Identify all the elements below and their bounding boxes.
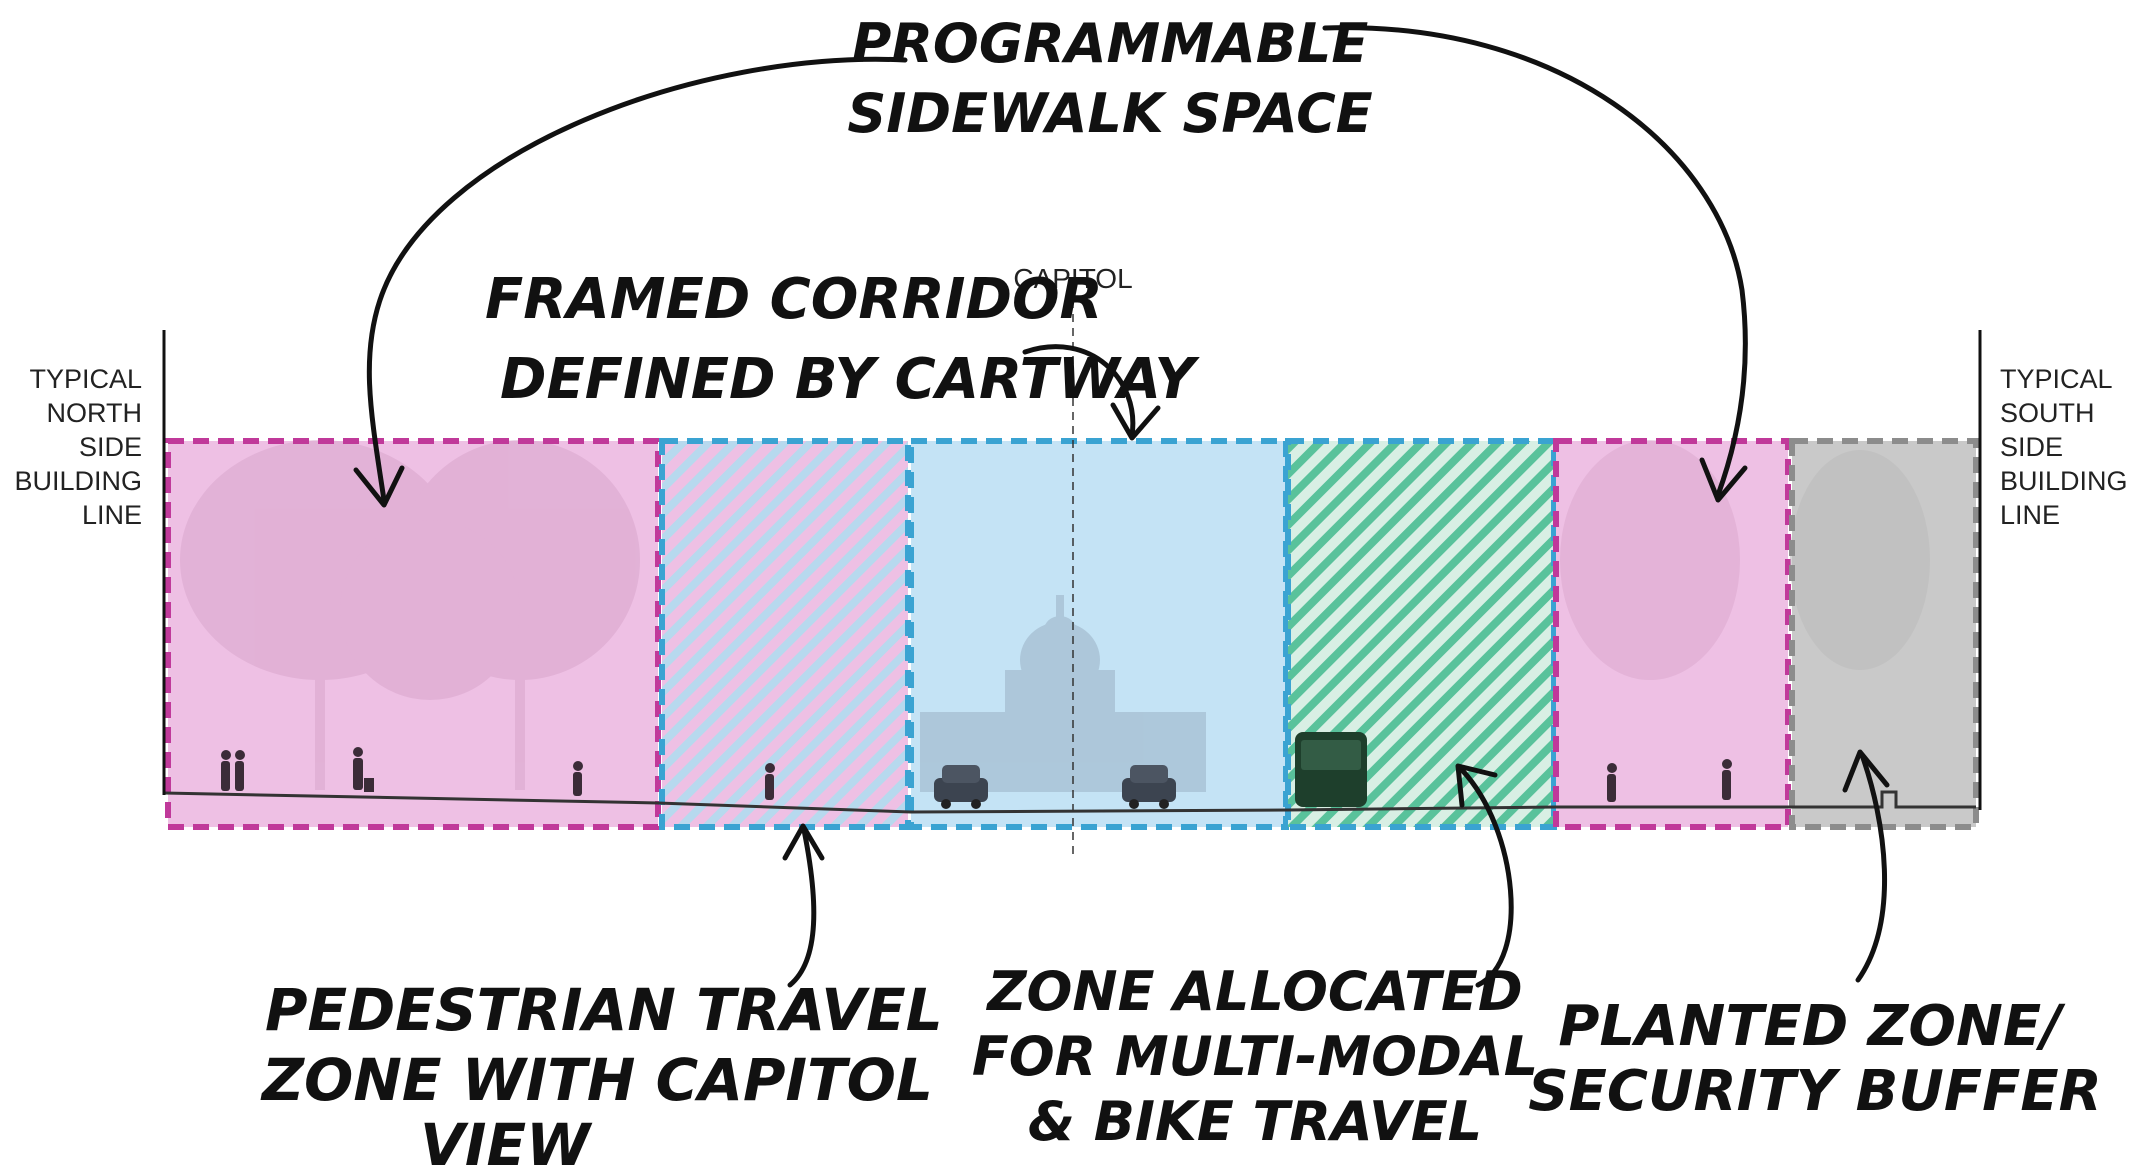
arrow-multimodal — [1459, 767, 1514, 988]
svg-text:ZONE ALLOCATED: ZONE ALLOCATED — [985, 960, 1522, 1023]
svg-text:TYPICAL: TYPICAL — [29, 364, 142, 394]
svg-text:LINE: LINE — [2000, 500, 2060, 530]
zone-security-buffer — [1789, 438, 1979, 830]
pedestrian-travel-label: PEDESTRIAN TRAVEL ZONE WITH CAPITOL VIEW — [260, 976, 943, 1174]
svg-text:FRAMED CORRIDOR: FRAMED CORRIDOR — [485, 267, 1103, 332]
pedestrian-figures — [221, 747, 1732, 802]
svg-text:VIEW: VIEW — [420, 1111, 593, 1174]
svg-text:LINE: LINE — [82, 500, 142, 530]
svg-text:SIDE: SIDE — [79, 432, 142, 462]
zone-south-sidewalk — [1553, 438, 1791, 830]
svg-text:TYPICAL: TYPICAL — [2000, 364, 2113, 394]
arrow-programmable-right — [1322, 25, 1748, 498]
arrow-pedestrian — [787, 827, 817, 988]
north-building-line-label: TYPICAL NORTH SIDE BUILDING LINE — [14, 364, 142, 530]
svg-text:SOUTH: SOUTH — [2000, 398, 2095, 428]
svg-text:SIDE: SIDE — [2000, 432, 2063, 462]
svg-text:ZONE WITH CAPITOL: ZONE WITH CAPITOL — [260, 1046, 933, 1114]
svg-text:& BIKE TRAVEL: & BIKE TRAVEL — [1028, 1090, 1482, 1153]
arrow-framed-corridor — [1022, 344, 1136, 438]
zone-cartway — [908, 438, 1289, 830]
zone-north-sidewalk — [165, 438, 661, 830]
arrow-planted — [1855, 752, 1887, 983]
car-right — [1122, 765, 1176, 809]
svg-text:NORTH: NORTH — [46, 398, 142, 428]
svg-text:BUILDING: BUILDING — [14, 466, 142, 496]
tree-silhouettes — [180, 440, 640, 790]
ground-line — [163, 790, 1976, 814]
capitol-label: CAPITOL — [1013, 263, 1132, 294]
svg-text:SECURITY BUFFER: SECURITY BUFFER — [1528, 1059, 2101, 1124]
zone-pedestrian-travel — [659, 438, 911, 830]
svg-text:BUILDING: BUILDING — [2000, 466, 2128, 496]
south-building-line-label: TYPICAL SOUTH SIDE BUILDING LINE — [2000, 364, 2128, 530]
zone-multimodal-bike — [1285, 438, 1557, 830]
svg-text:DEFINED BY CARTWAY: DEFINED BY CARTWAY — [500, 347, 1201, 412]
svg-text:SIDEWALK SPACE: SIDEWALK SPACE — [847, 82, 1372, 145]
svg-text:PROGRAMMABLE: PROGRAMMABLE — [852, 12, 1369, 75]
framed-corridor-label: FRAMED CORRIDOR DEFINED BY CARTWAY — [485, 267, 1201, 412]
car-left — [934, 765, 988, 809]
programmable-sidewalk-label: PROGRAMMABLE SIDEWALK SPACE — [847, 12, 1372, 145]
multimodal-bike-label: ZONE ALLOCATED FOR MULTI-MODAL & BIKE TR… — [972, 960, 1538, 1153]
bus — [1295, 732, 1367, 807]
svg-text:FOR MULTI-MODAL: FOR MULTI-MODAL — [972, 1025, 1538, 1088]
arrow-programmable-left — [366, 56, 908, 503]
planted-zone-label: PLANTED ZONE/ SECURITY BUFFER — [1528, 994, 2101, 1124]
svg-text:PLANTED ZONE/: PLANTED ZONE/ — [1558, 994, 2066, 1059]
svg-text:PEDESTRIAN TRAVEL: PEDESTRIAN TRAVEL — [265, 976, 943, 1044]
